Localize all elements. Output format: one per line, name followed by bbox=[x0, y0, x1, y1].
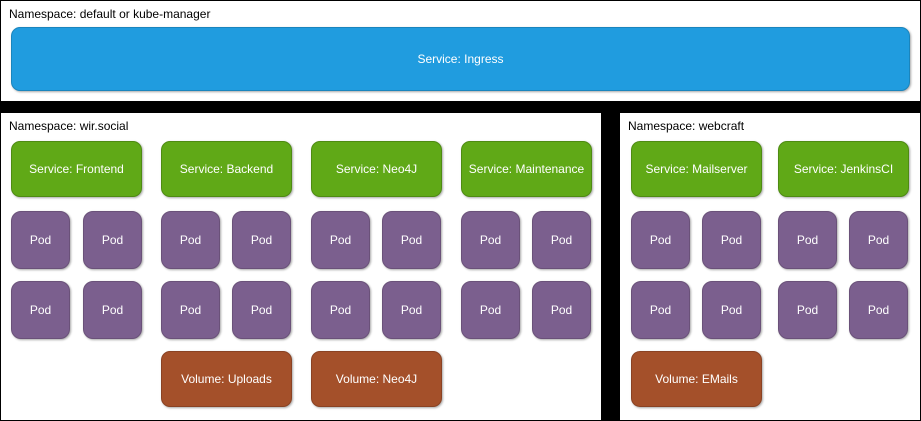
pod-backend-1[interactable]: Pod bbox=[161, 211, 220, 269]
service-neo4j[interactable]: Service: Neo4J bbox=[311, 141, 442, 197]
pod-neo4j-4[interactable]: Pod bbox=[382, 281, 441, 339]
pod-jenkinsci-3[interactable]: Pod bbox=[778, 281, 837, 339]
pod-maintenance-3[interactable]: Pod bbox=[461, 281, 520, 339]
pod-jenkinsci-2[interactable]: Pod bbox=[849, 211, 908, 269]
pod-mailserver-4[interactable]: Pod bbox=[702, 281, 761, 339]
pod-jenkinsci-1[interactable]: Pod bbox=[778, 211, 837, 269]
pod-frontend-2[interactable]: Pod bbox=[83, 211, 142, 269]
namespace-panel-webcraft: Namespace: webcraft Service: Mailserver … bbox=[620, 113, 920, 420]
service-ingress[interactable]: Service: Ingress bbox=[11, 27, 910, 91]
service-jenkinsci[interactable]: Service: JenkinsCI bbox=[778, 141, 909, 197]
pod-neo4j-2[interactable]: Pod bbox=[382, 211, 441, 269]
pod-maintenance-2[interactable]: Pod bbox=[532, 211, 591, 269]
pod-backend-3[interactable]: Pod bbox=[161, 281, 220, 339]
pod-maintenance-4[interactable]: Pod bbox=[532, 281, 591, 339]
volume-emails[interactable]: Volume: EMails bbox=[631, 351, 762, 407]
namespace-label-wir-social: Namespace: wir.social bbox=[9, 119, 129, 133]
pod-mailserver-1[interactable]: Pod bbox=[631, 211, 690, 269]
namespace-label-webcraft: Namespace: webcraft bbox=[628, 119, 745, 133]
pod-jenkinsci-4[interactable]: Pod bbox=[849, 281, 908, 339]
namespace-panel-default: Namespace: default or kube-manager Servi… bbox=[1, 1, 920, 101]
service-frontend[interactable]: Service: Frontend bbox=[11, 141, 142, 197]
namespace-label-default: Namespace: default or kube-manager bbox=[9, 7, 211, 21]
service-backend[interactable]: Service: Backend bbox=[161, 141, 292, 197]
pod-backend-4[interactable]: Pod bbox=[232, 281, 291, 339]
namespace-panel-wir-social: Namespace: wir.social Service: Frontend … bbox=[1, 113, 601, 420]
pod-frontend-1[interactable]: Pod bbox=[11, 211, 70, 269]
volume-neo4j[interactable]: Volume: Neo4J bbox=[311, 351, 442, 407]
service-maintenance[interactable]: Service: Maintenance bbox=[461, 141, 592, 197]
pod-mailserver-3[interactable]: Pod bbox=[631, 281, 690, 339]
volume-uploads[interactable]: Volume: Uploads bbox=[161, 351, 292, 407]
pod-neo4j-1[interactable]: Pod bbox=[311, 211, 370, 269]
service-mailserver[interactable]: Service: Mailserver bbox=[631, 141, 762, 197]
pod-frontend-4[interactable]: Pod bbox=[83, 281, 142, 339]
pod-frontend-3[interactable]: Pod bbox=[11, 281, 70, 339]
pod-backend-2[interactable]: Pod bbox=[232, 211, 291, 269]
pod-mailserver-2[interactable]: Pod bbox=[702, 211, 761, 269]
pod-maintenance-1[interactable]: Pod bbox=[461, 211, 520, 269]
pod-neo4j-3[interactable]: Pod bbox=[311, 281, 370, 339]
